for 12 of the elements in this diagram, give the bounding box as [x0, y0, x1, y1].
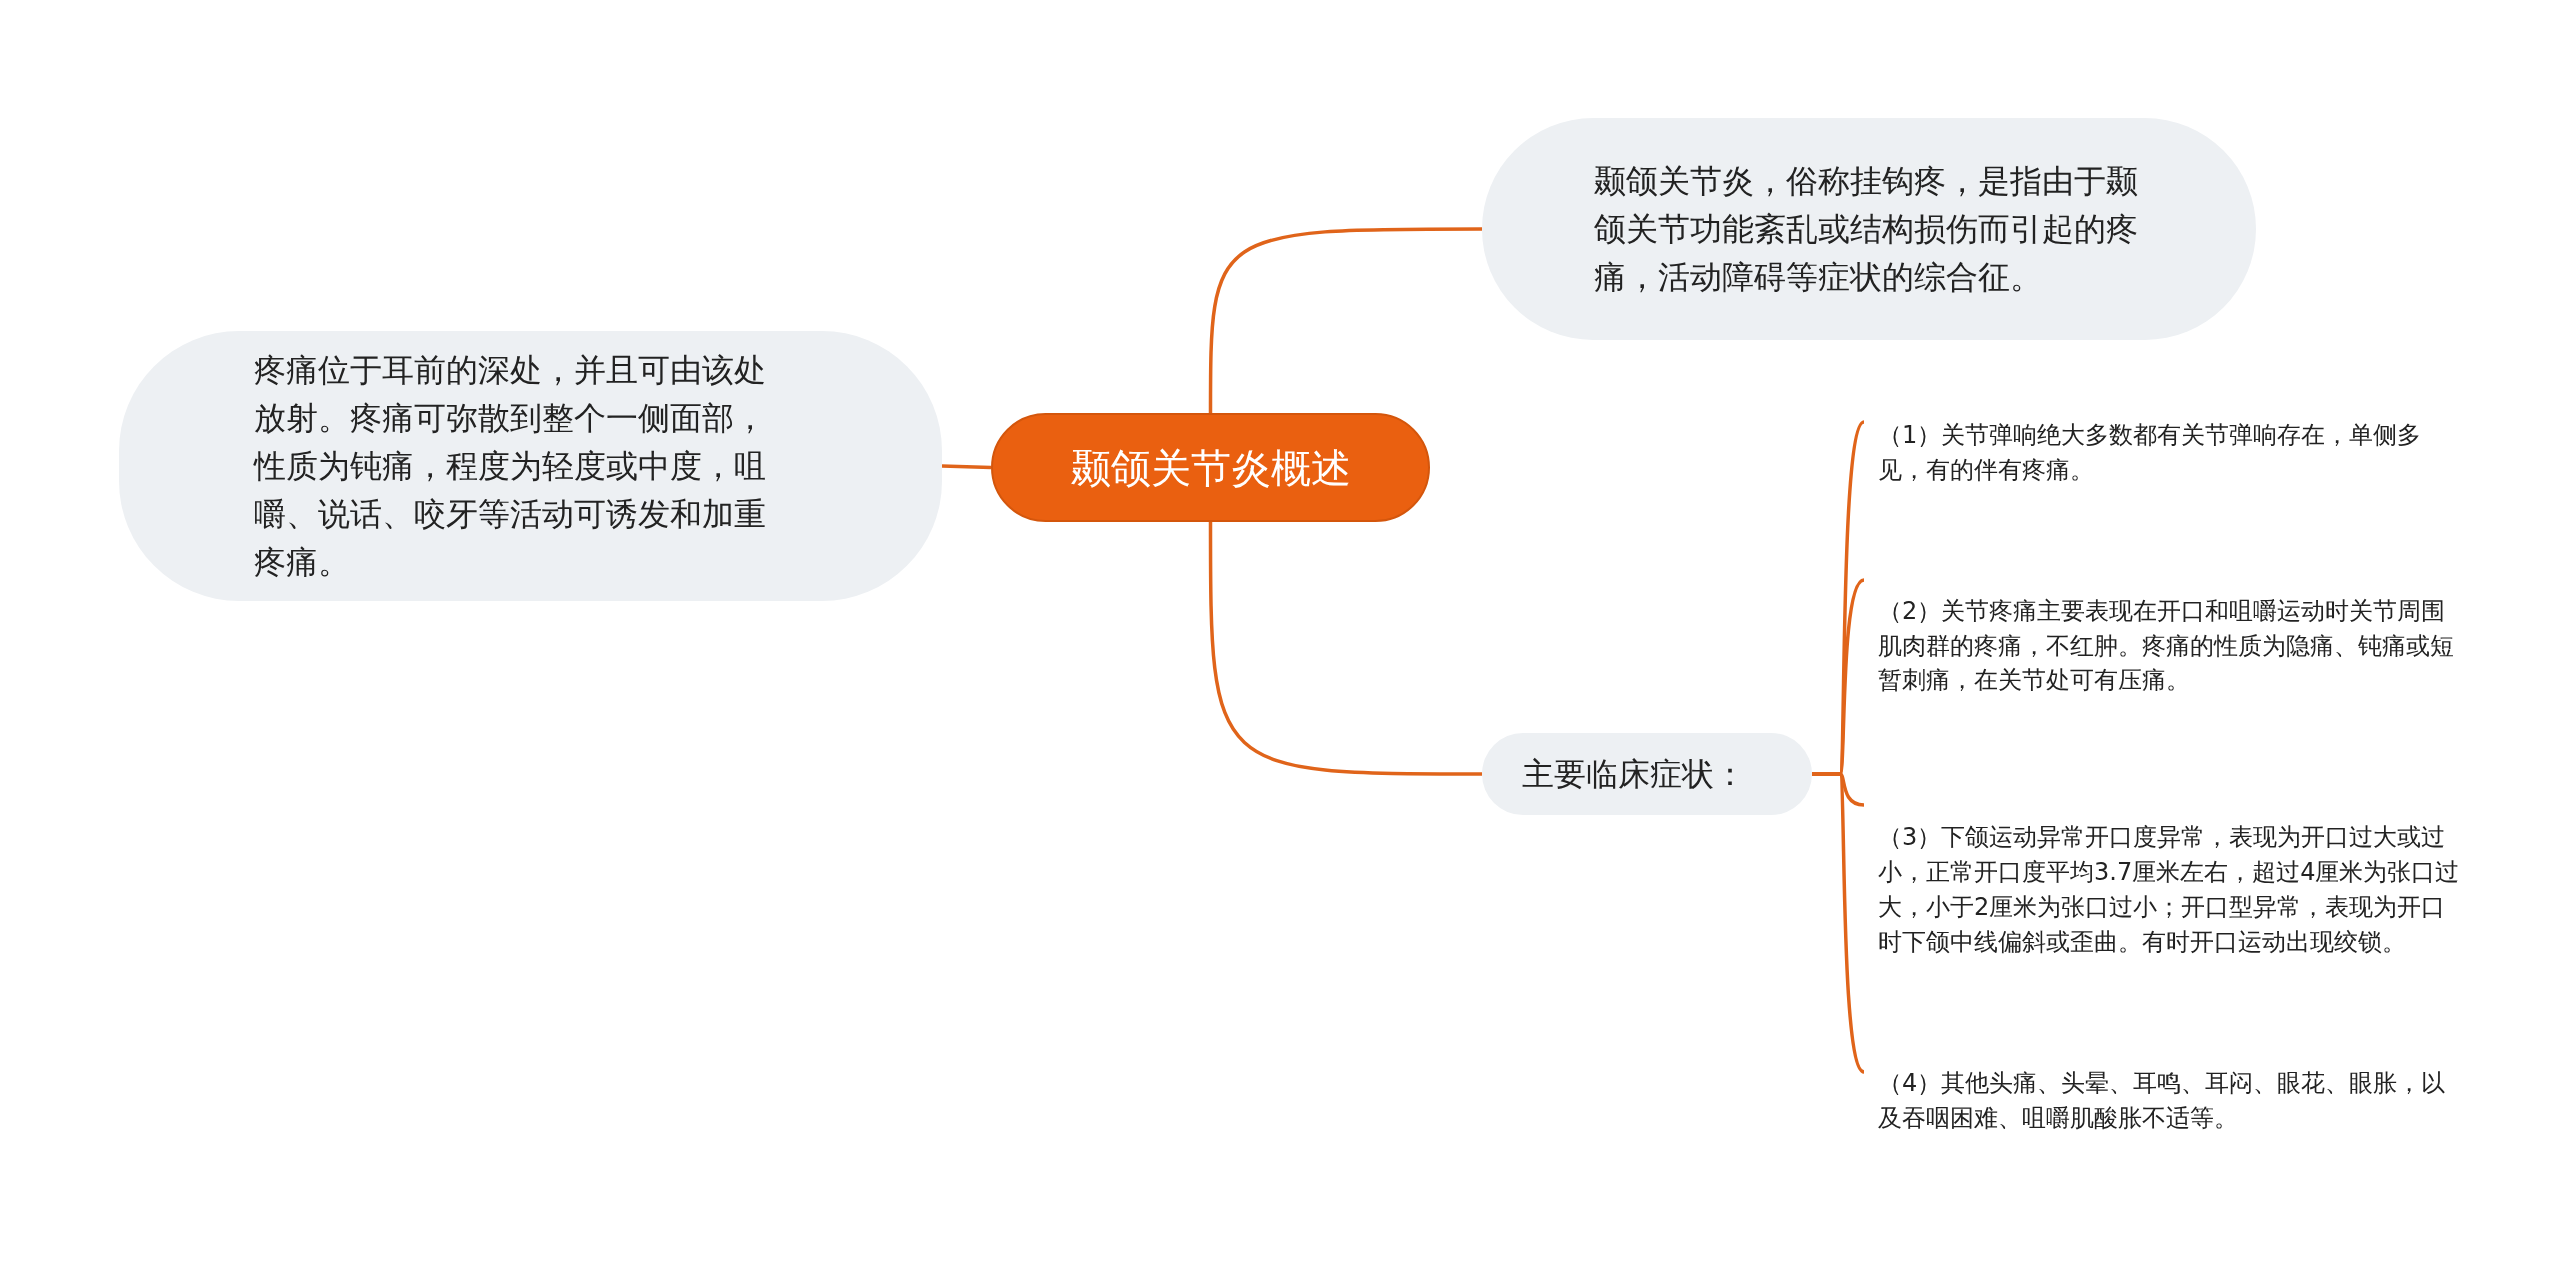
symptom-text: （4）其他头痛、头晕、耳鸣、耳闷、眼花、眼胀，以及吞咽困难、咀嚼肌酸胀不适等。 [1878, 1068, 2447, 1134]
connector-line [941, 464, 992, 470]
topic-text: 颞颌关节炎概述 [1070, 443, 1351, 493]
connector-line [1812, 772, 1866, 1074]
topic-text: 颞颌关节炎，俗称挂钩疼，是指由于颞颌关节功能紊乱或结构损伤而引起的疼痛，活动障碍等症状的综合征。 [1594, 161, 2139, 298]
topic-text: 疼痛位于耳前的深处，并且可由该处放射。疼痛可弥散到整个一侧面部，性质为钝痛，程度为轻度或中度，咀嚼、说话、咬牙等活动可诱发和加重疼痛。 [254, 350, 767, 583]
symptom-text: （3）下颌运动异常开口度异常，表现为开口过大或过小，正常开口度平均3.7厘米左右，超过4厘米为张口过大，小于2厘米为张口过小；开口型异常，表现为开口时下颌中线偏斜或歪曲。有时开口运动出现绞锁。 [1878, 822, 2461, 958]
connector-line [1208, 522, 1482, 776]
symptom-text: （2）关节疼痛主要表现在开口和咀嚼运动时关节周围肌肉群的疼痛，不红肿。疼痛的性质为隐痛、钝痛或短暂刺痛，在关节处可有压痛。 [1878, 595, 2455, 697]
topic-text: 主要临床症状： [1522, 754, 1746, 795]
connector-line [1208, 227, 1482, 413]
symptom-text: （1）关节弹响绝大多数都有关节弹响存在，单侧多见，有的伴有疼痛。 [1878, 420, 2423, 486]
